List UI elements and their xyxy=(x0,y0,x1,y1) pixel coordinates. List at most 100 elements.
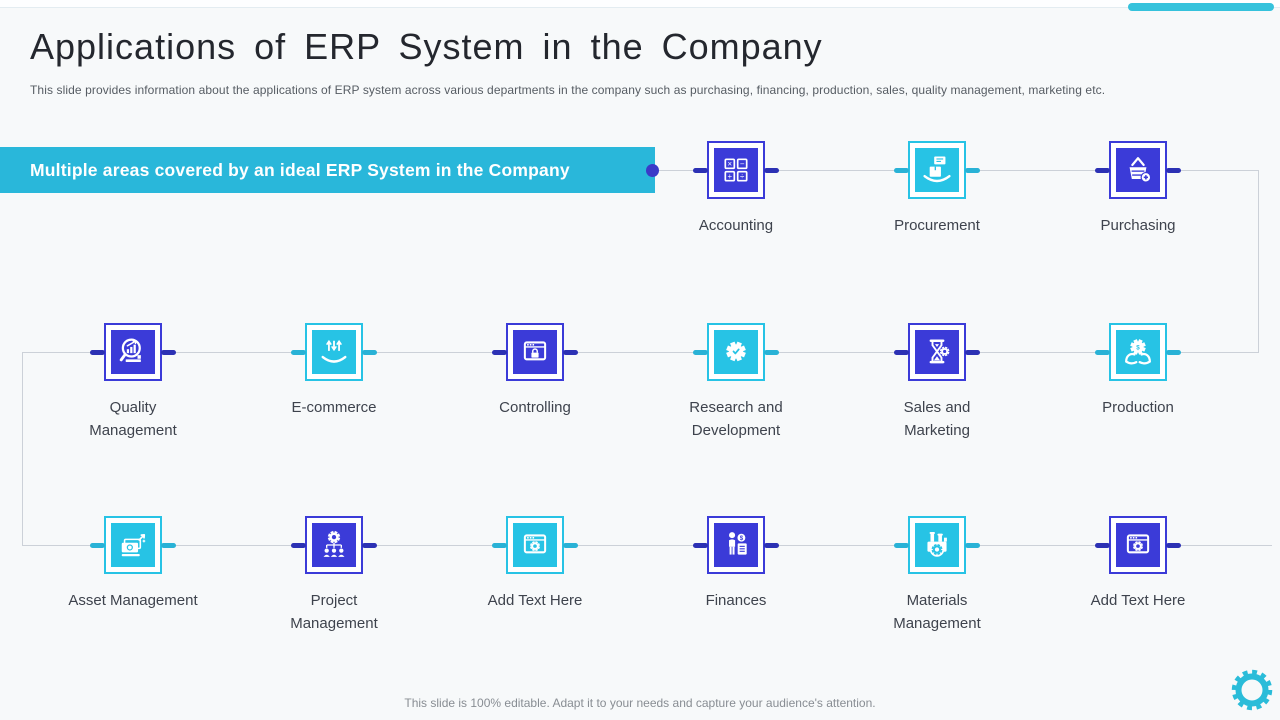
erp-tile-purchasing[interactable]: Purchasing xyxy=(1038,141,1239,237)
connector-handle-left xyxy=(894,542,909,548)
erp-tile-production[interactable]: $ Production xyxy=(1038,323,1239,443)
tile-icon-box xyxy=(1109,516,1167,574)
erp-tile-e-commerce[interactable]: E-commerce xyxy=(234,323,435,443)
gear-check-icon xyxy=(726,341,746,362)
connector-handle-right xyxy=(1166,167,1181,173)
connector-line-row3 xyxy=(22,545,1272,546)
tile-icon-frame xyxy=(894,516,980,574)
svg-text:$: $ xyxy=(1136,344,1140,351)
row-1: × − + ÷ Accounting Procurement Purchasing xyxy=(636,141,1239,237)
erp-tile-controlling[interactable]: Controlling xyxy=(435,323,636,443)
tile-label: Add Text Here xyxy=(1090,592,1186,609)
svg-text:+: + xyxy=(728,172,733,181)
connector-handle-left xyxy=(291,349,306,355)
gear-icon xyxy=(1231,669,1273,711)
tile-label: Quality Management xyxy=(89,399,177,440)
hand-arrows-icon xyxy=(321,339,347,363)
erp-tile-sales-and-marketing[interactable]: Sales and Marketing xyxy=(837,323,1038,443)
tile-icon-frame xyxy=(90,516,176,574)
footer-note: This slide is 100% editable. Adapt it to… xyxy=(404,696,876,710)
connector-handle-right xyxy=(362,349,377,355)
tile-label: Add Text Here xyxy=(487,592,583,609)
tile-icon-frame xyxy=(90,323,176,381)
org-chart-gear-icon xyxy=(323,530,345,557)
tile-icon-box xyxy=(104,516,162,574)
erp-tile-asset-management[interactable]: Asset Management xyxy=(33,516,234,636)
svg-text:−: − xyxy=(740,160,745,169)
calculator-icon: × − + ÷ xyxy=(724,158,748,182)
tile-icon-box xyxy=(707,323,765,381)
erp-tile-add-text-here[interactable]: Add Text Here xyxy=(435,516,636,636)
tile-label: Production xyxy=(1102,399,1174,416)
connector-handle-right xyxy=(764,542,779,548)
svg-text:×: × xyxy=(728,160,733,169)
hands-gear-icon: $ xyxy=(1125,339,1151,365)
section-banner: Multiple areas covered by an ideal ERP S… xyxy=(0,147,655,193)
connector-handle-left xyxy=(90,542,105,548)
erp-tile-accounting[interactable]: × − + ÷ Accounting xyxy=(636,141,837,237)
tile-icon-frame xyxy=(492,516,578,574)
tile-label: Controlling xyxy=(499,399,571,416)
connector-handle-left xyxy=(1095,542,1110,548)
browser-lock-icon xyxy=(523,341,547,361)
connector-line-left xyxy=(22,352,23,546)
magnifier-chart-icon xyxy=(119,338,141,363)
tile-icon-box xyxy=(305,516,363,574)
tile-label: Asset Management xyxy=(68,592,198,609)
page-subtitle: This slide provides information about th… xyxy=(30,83,1106,97)
tile-icon-frame: $ xyxy=(693,516,779,574)
tile-label: Sales and Marketing xyxy=(903,399,971,440)
tile-icon-box xyxy=(908,323,966,381)
erp-tile-finances[interactable]: $ Finances xyxy=(636,516,837,636)
tile-icon-box xyxy=(104,323,162,381)
cash-icon xyxy=(121,534,146,557)
tile-label: Purchasing xyxy=(1100,217,1176,234)
connector-handle-left xyxy=(492,542,507,548)
tile-icon-box: $ xyxy=(1109,323,1167,381)
connector-line-right xyxy=(1258,170,1259,353)
connector-handle-right xyxy=(965,542,980,548)
tile-icon-frame: $ xyxy=(1095,323,1181,381)
connector-handle-right xyxy=(1166,542,1181,548)
tile-icon-box xyxy=(908,141,966,199)
connector-handle-left xyxy=(1095,349,1110,355)
page-title: Applications of ERP System in the Compan… xyxy=(30,26,823,67)
connector-handle-right xyxy=(965,349,980,355)
connector-handle-right xyxy=(161,542,176,548)
connector-handle-right xyxy=(362,542,377,548)
browser-gear-icon xyxy=(1126,534,1150,554)
tile-icon-frame xyxy=(492,323,578,381)
connector-handle-left xyxy=(492,349,507,355)
erp-tile-quality-management[interactable]: Quality Management xyxy=(33,323,234,443)
svg-text:$: $ xyxy=(740,536,744,542)
person-dollar-icon: $ xyxy=(729,532,747,555)
tile-label: Materials Management xyxy=(893,592,981,633)
connector-handle-left xyxy=(1095,167,1110,173)
tile-icon-frame xyxy=(894,141,980,199)
section-banner-label: Multiple areas covered by an ideal ERP S… xyxy=(30,159,570,180)
tile-icon-box xyxy=(305,323,363,381)
top-divider xyxy=(0,0,1280,8)
erp-tile-procurement[interactable]: Procurement xyxy=(837,141,1038,237)
connector-handle-right xyxy=(764,349,779,355)
erp-tile-add-text-here[interactable]: Add Text Here xyxy=(1038,516,1239,636)
connector-handle-left xyxy=(693,167,708,173)
erp-tile-materials-management[interactable]: Materials Management xyxy=(837,516,1038,636)
tile-icon-frame xyxy=(291,323,377,381)
tile-label: Project Management xyxy=(290,592,378,633)
banner-end-dot xyxy=(646,164,659,177)
tile-icon-frame xyxy=(1095,516,1181,574)
tile-icon-box: $ xyxy=(707,516,765,574)
erp-tile-project-management[interactable]: Project Management xyxy=(234,516,435,636)
tile-label: Accounting xyxy=(698,217,774,234)
row-2: Quality Management E-commerce Controllin… xyxy=(33,323,1239,443)
connector-handle-left xyxy=(693,349,708,355)
tile-label: Research and Development xyxy=(689,399,783,440)
factory-gear-icon xyxy=(927,531,947,557)
tile-label: Finances xyxy=(705,592,767,609)
tile-icon-box xyxy=(506,323,564,381)
hand-box-icon xyxy=(923,156,951,183)
erp-tile-research-and-development[interactable]: Research and Development xyxy=(636,323,837,443)
basket-plus-icon xyxy=(1129,157,1152,183)
